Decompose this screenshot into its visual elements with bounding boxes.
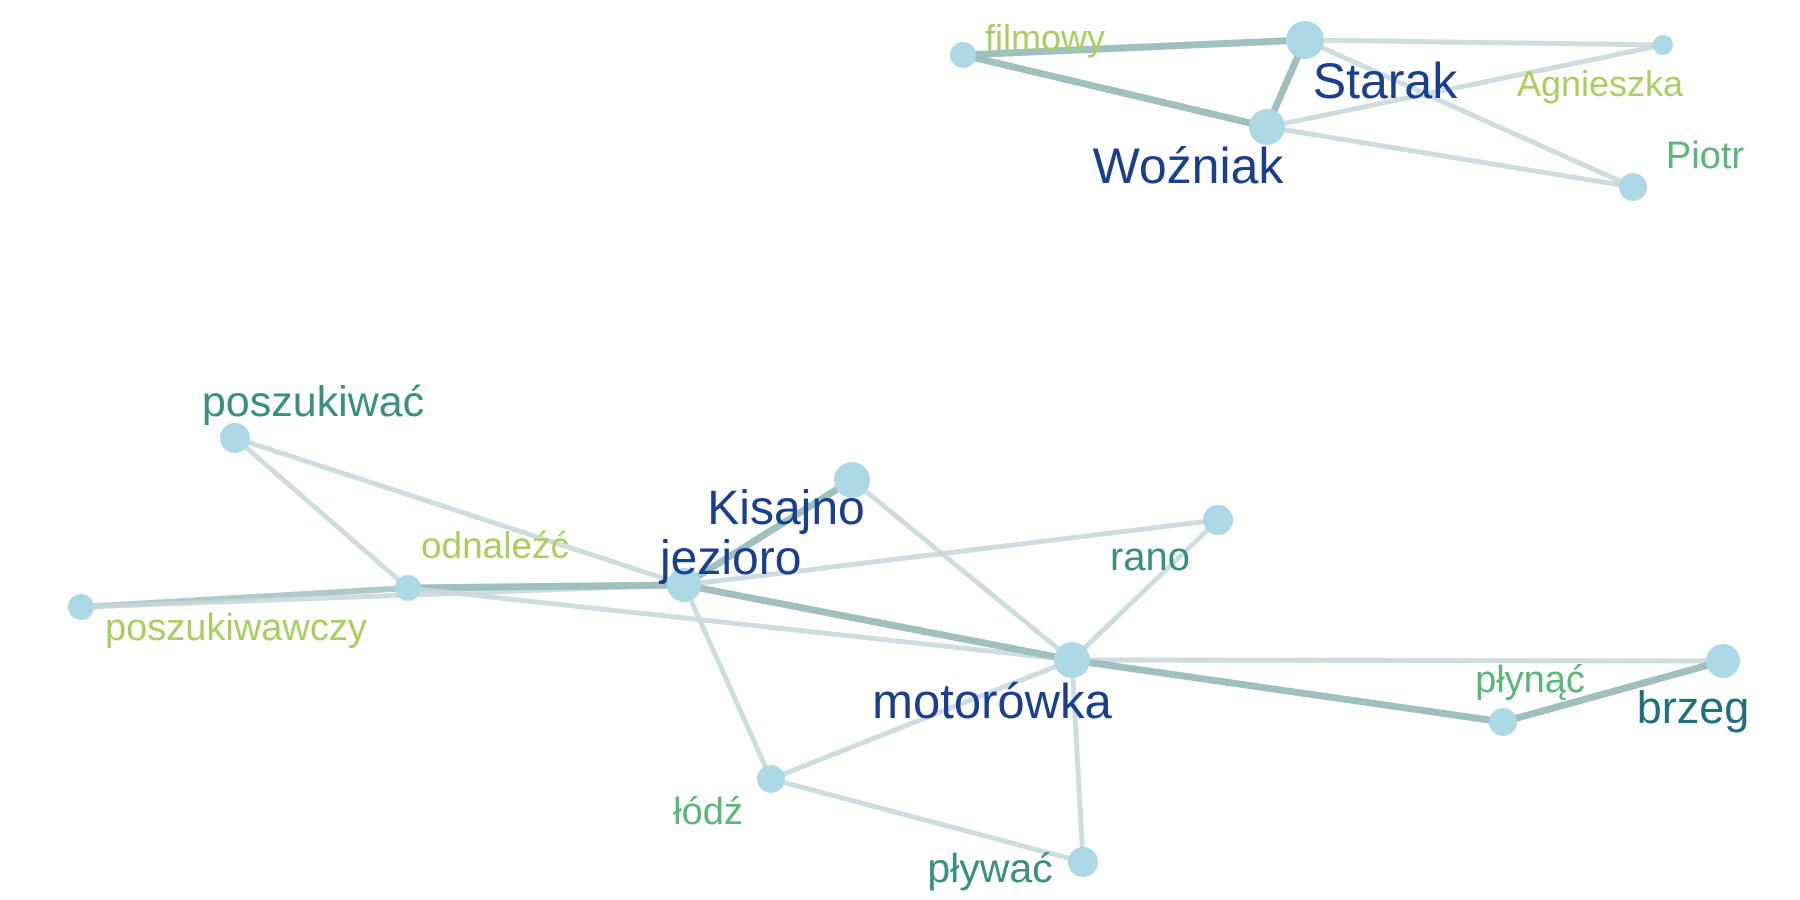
edge-kisajno-motorowka [849, 477, 1075, 663]
edge-starak-agnieszka [1302, 37, 1666, 48]
edge-jezioro-rano [681, 517, 1221, 588]
node-jezioro [667, 568, 701, 602]
edge-wozniak-piotr [1264, 124, 1636, 190]
edge-motorowka-plywac [1069, 657, 1086, 865]
node-kisajno [834, 462, 870, 498]
node-label-jezioro: jezioro [658, 532, 801, 585]
node-label-motorowka: motorówka [872, 675, 1112, 729]
edge-odnalezc-jezioro [404, 581, 688, 592]
node-lodz [757, 765, 785, 793]
edge-plynac-brzeg [1499, 657, 1727, 726]
edge-odnalezc-motorowka [405, 585, 1075, 663]
edge-jezioro-kisajno [680, 476, 856, 589]
node-label-filmowy: filmowy [985, 17, 1105, 58]
edge-jezioro-lodz [681, 582, 774, 782]
edge-poszukiwac-jezioro [232, 435, 687, 588]
node-plywac [1068, 847, 1098, 877]
edge-poszukiwac-odnalezc [232, 435, 411, 591]
node-label-rano: rano [1110, 535, 1190, 579]
node-label-brzeg: brzeg [1637, 682, 1750, 733]
node-label-poszukiwawczy: poszukiwawczy [105, 607, 367, 649]
edges-layer [78, 36, 1727, 865]
node-label-plywac: pływać [927, 845, 1052, 891]
edge-motorowka-brzeg [1069, 657, 1726, 664]
edge-filmowy-starak [959, 36, 1309, 59]
node-label-plynac: płynąć [1475, 659, 1585, 701]
node-brzeg [1706, 644, 1740, 678]
edge-starak-piotr [1302, 37, 1636, 190]
edge-rano-motorowka [1069, 517, 1221, 663]
node-poszukiwac [220, 423, 250, 453]
node-motorowka [1054, 642, 1090, 678]
node-poszukiwawczy [68, 594, 94, 620]
node-label-wozniak: Woźniak [1093, 138, 1285, 194]
node-piotr [1619, 173, 1647, 201]
node-label-piotr: Piotr [1666, 135, 1744, 177]
edge-lodz-plywac [768, 776, 1086, 865]
node-label-agnieszka: Agnieszka [1517, 63, 1684, 104]
node-plynac [1489, 708, 1517, 736]
edge-filmowy-wozniak [959, 51, 1271, 131]
node-rano [1203, 505, 1233, 535]
node-starak [1286, 21, 1324, 59]
nodes-layer [68, 21, 1740, 877]
node-label-poszukiwac: poszukiwać [202, 378, 424, 426]
node-label-odnalezc: odnaleźć [421, 525, 569, 566]
node-odnalezc [395, 575, 421, 601]
node-label-lodz: łódź [673, 791, 743, 833]
edge-motorowka-plynac [1068, 656, 1507, 726]
node-filmowy [950, 42, 976, 68]
edge-motorowka-lodz [768, 657, 1075, 782]
node-agnieszka [1653, 35, 1673, 55]
edge-jezioro-motorowka [680, 581, 1076, 664]
edge-wozniak-agnieszka [1264, 42, 1666, 130]
node-label-kisajno: Kisajno [707, 482, 864, 535]
node-label-starak: Starak [1313, 53, 1459, 109]
node-wozniak [1249, 109, 1285, 145]
